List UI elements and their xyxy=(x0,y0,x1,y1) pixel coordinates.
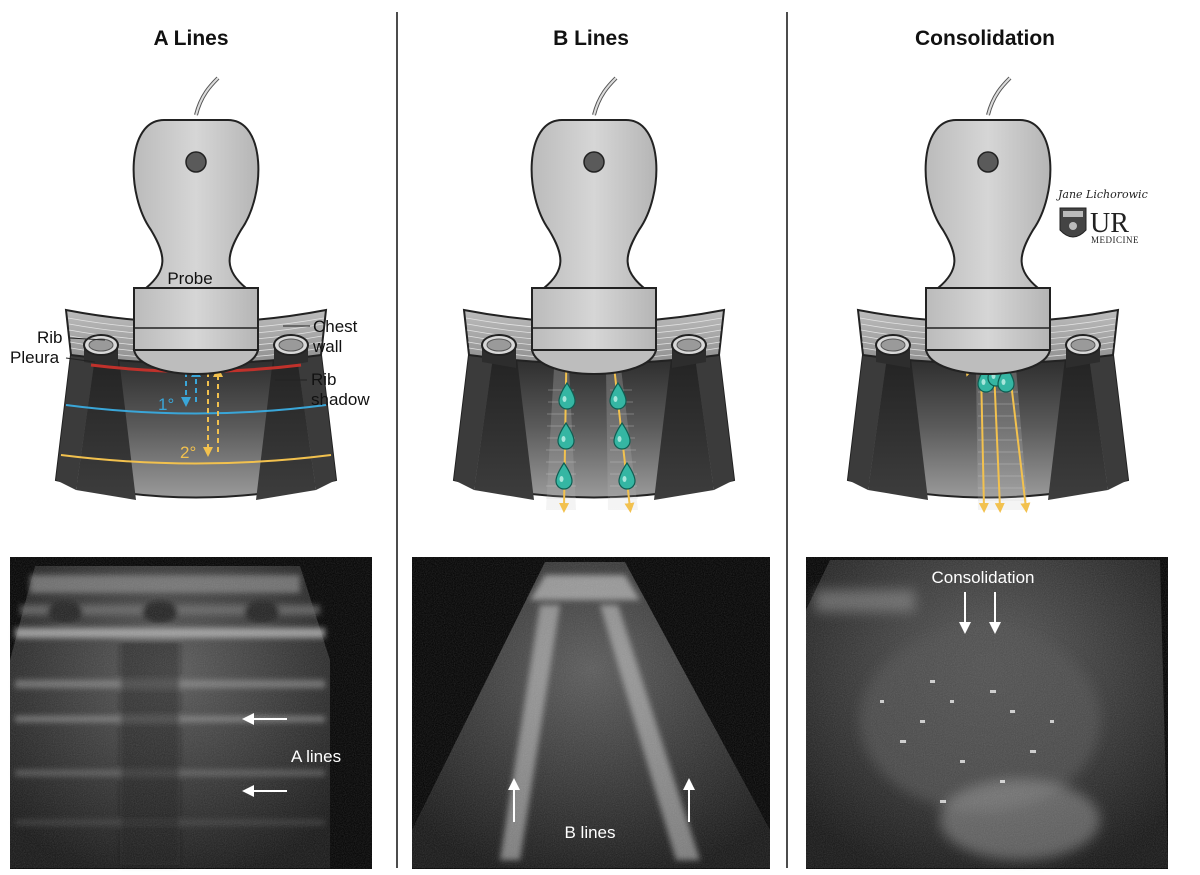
ultrasound-probe-icon xyxy=(923,76,1053,376)
title-a-lines: A Lines xyxy=(153,27,228,50)
title-b-lines: B Lines xyxy=(553,27,629,50)
logo-subtitle: MEDICINE xyxy=(1091,235,1139,245)
label-consolidation-ultrasound: Consolidation xyxy=(931,568,1034,587)
title-consolidation: Consolidation xyxy=(915,27,1055,50)
logo-signature: Jane Lichorowic xyxy=(1056,188,1148,201)
ultrasound-probe-icon xyxy=(131,76,261,376)
ultrasound-probe-icon xyxy=(529,76,659,376)
label-a-lines-ultrasound: A lines xyxy=(291,747,341,766)
a-line-first xyxy=(65,404,327,415)
label-b-lines-ultrasound: B lines xyxy=(564,823,615,842)
logo-initials: UR xyxy=(1090,208,1129,239)
label-pleura: Pleura xyxy=(10,348,60,367)
panel-a-diagram: Probe Rib Pleura Chest wall Rib shadow 1… xyxy=(10,76,370,501)
panel-b-diagram xyxy=(453,76,735,513)
label-chest-wall: Chest xyxy=(313,317,358,336)
label-first-order: 1° xyxy=(158,395,174,414)
panel-consolidation-diagram xyxy=(847,76,1129,513)
label-rib-shadow-2: shadow xyxy=(311,390,370,409)
label-chest-wall-2: wall xyxy=(312,337,342,356)
ultrasound-image-b-lines: B lines xyxy=(412,557,770,869)
ultrasound-image-consolidation: Consolidation xyxy=(806,557,1168,869)
label-rib: Rib xyxy=(37,328,63,347)
ur-medicine-logo: Jane Lichorowic UR MEDICINE xyxy=(1056,188,1148,245)
label-probe: Probe xyxy=(167,269,212,288)
label-second-order: 2° xyxy=(180,443,196,462)
ultrasound-image-a-lines: A lines xyxy=(10,557,372,869)
a-line-second xyxy=(60,454,332,465)
label-rib-shadow: Rib xyxy=(311,370,337,389)
